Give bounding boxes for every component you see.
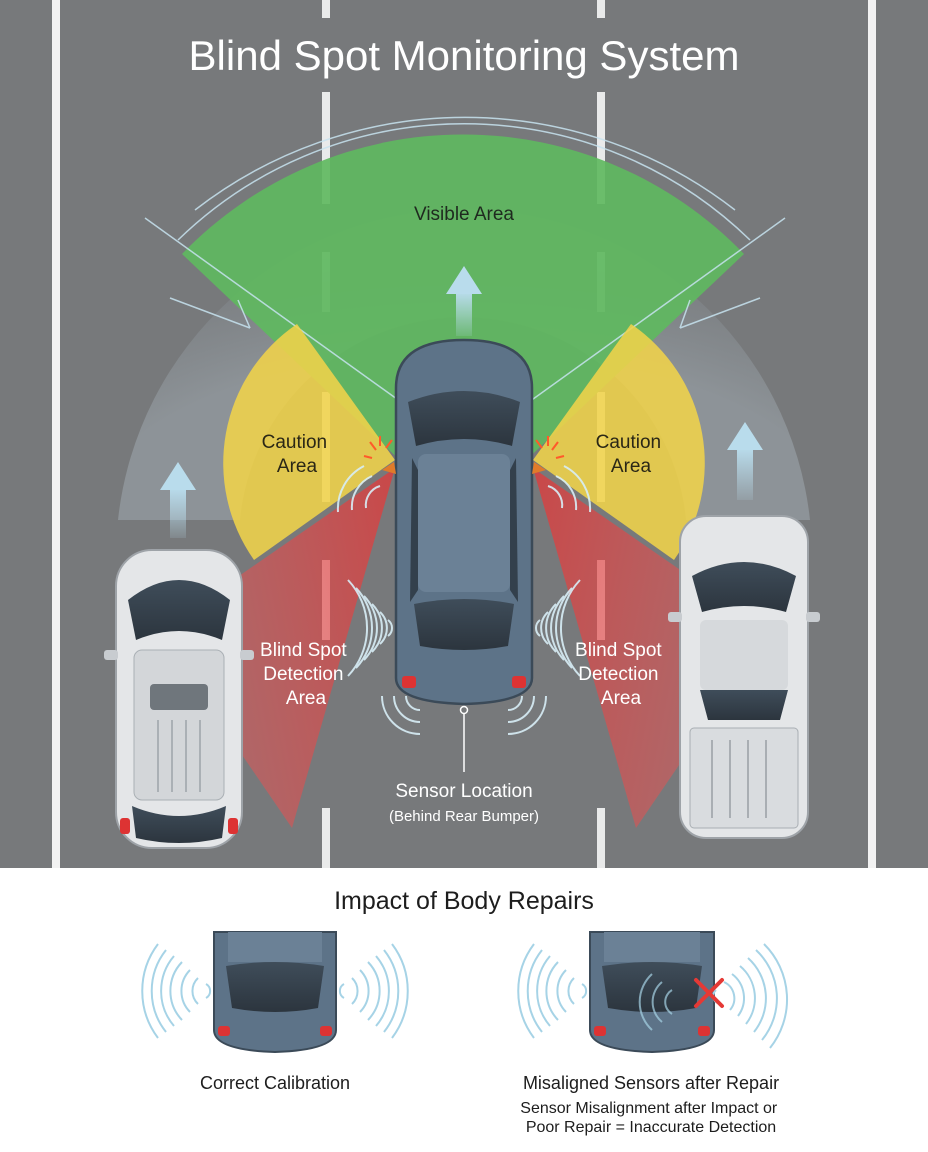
caution-area-label-right: Caution Area bbox=[596, 432, 667, 477]
angle-guide-lines bbox=[144, 116, 786, 431]
caution-area-zone-right bbox=[533, 324, 705, 560]
road-edge-line-left bbox=[52, 0, 60, 868]
left-vehicle bbox=[104, 549, 254, 849]
caution-area-label-left: Caution Area bbox=[262, 432, 333, 477]
sensor-waves-right-icon bbox=[535, 465, 592, 677]
arrow-up-icon bbox=[446, 266, 482, 336]
sensor-location-label: Sensor Location bbox=[395, 781, 532, 802]
correct-calibration-label: Correct Calibration bbox=[200, 1073, 350, 1093]
misaligned-note: Sensor Misalignment after Impact or Poor… bbox=[520, 1100, 781, 1136]
correct-calibration-vehicle bbox=[213, 931, 337, 1054]
host-vehicle bbox=[382, 338, 546, 706]
warning-light-left-icon bbox=[363, 436, 393, 459]
direction-arrows bbox=[160, 266, 763, 538]
misaligned-vehicle bbox=[589, 931, 715, 1054]
road-edge-line-right bbox=[868, 0, 876, 868]
caution-area-zone-left bbox=[223, 324, 395, 560]
blind-spot-zone-left bbox=[158, 468, 395, 828]
rear-sensor-waves-icon bbox=[381, 695, 547, 735]
repairs-heading: Impact of Body Repairs bbox=[334, 887, 594, 915]
error-x-icon bbox=[694, 978, 724, 1008]
sensor-callout bbox=[459, 705, 469, 772]
arrow-up-icon bbox=[727, 422, 763, 500]
blind-spot-label-right: Blind Spot Detection Area bbox=[575, 640, 667, 709]
mirror-left bbox=[382, 462, 396, 474]
sensor-location-sublabel: (Behind Rear Bumper) bbox=[389, 808, 539, 825]
warning-light-right-icon bbox=[535, 436, 565, 459]
correct-sensor-waves-icon bbox=[141, 943, 409, 1039]
sensor-waves-left-icon bbox=[336, 465, 393, 677]
arrow-up-icon bbox=[160, 462, 196, 538]
misaligned-sensor-waves-icon bbox=[517, 943, 788, 1049]
page-title: Blind Spot Monitoring System bbox=[189, 32, 740, 79]
visible-area-label: Visible Area bbox=[414, 204, 514, 225]
mirror-right bbox=[532, 462, 546, 474]
misaligned-label: Misaligned Sensors after Repair bbox=[523, 1073, 779, 1093]
blind-spot-label-left: Blind Spot Detection Area bbox=[260, 640, 352, 709]
blind-spot-zone-right bbox=[533, 468, 770, 828]
right-vehicle bbox=[668, 515, 820, 839]
